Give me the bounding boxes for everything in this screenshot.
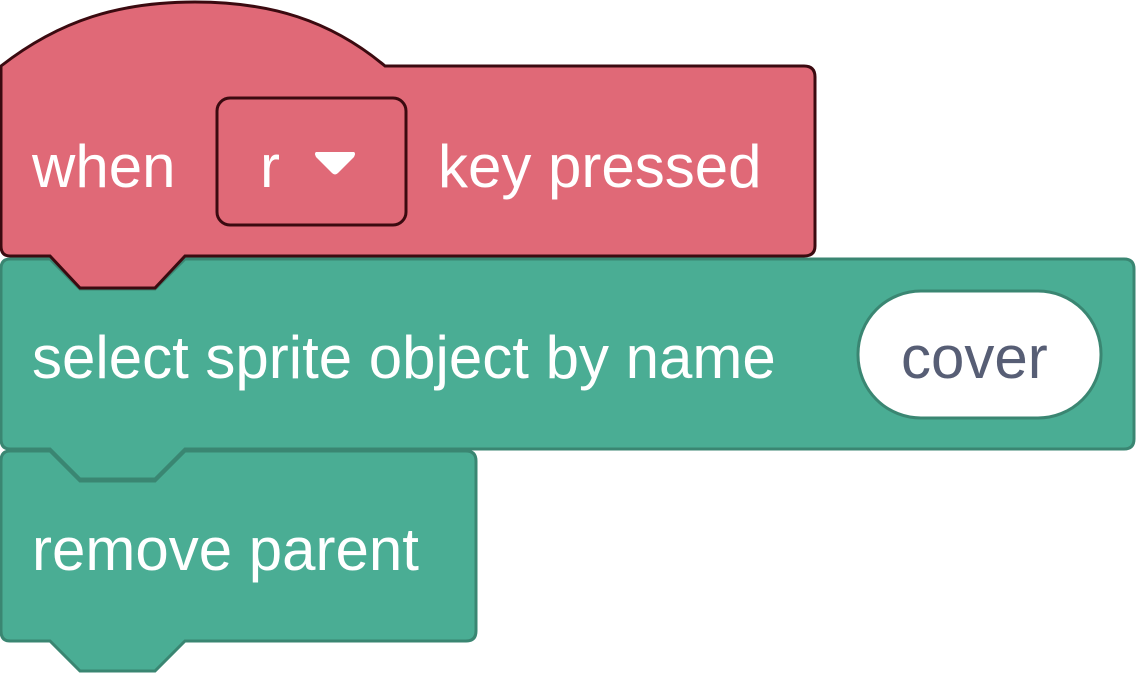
key-dropdown-value[interactable]: r [260, 133, 280, 200]
dropdown-triangle-icon [315, 152, 355, 175]
remove-parent-label: remove parent [32, 516, 419, 583]
select-sprite-block[interactable] [0, 257, 1136, 481]
when-label: when [32, 133, 176, 200]
name-input-value[interactable]: cover [901, 324, 1048, 391]
name-input[interactable] [856, 289, 1103, 420]
key-dropdown[interactable] [215, 96, 408, 227]
remove-parent-block[interactable] [0, 449, 478, 673]
select-sprite-label: select sprite object by name [32, 324, 776, 391]
when-key-pressed-hat-block[interactable] [0, 0, 817, 290]
key-pressed-label: key pressed [438, 133, 762, 200]
